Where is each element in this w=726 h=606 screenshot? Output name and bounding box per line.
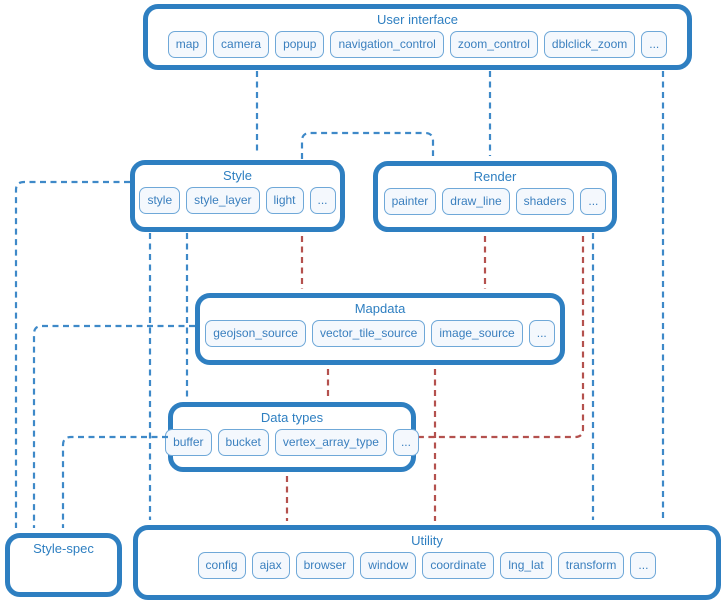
- user-interface-title: User interface: [377, 12, 458, 27]
- group-style-spec: Style-spec: [5, 533, 122, 597]
- data-types-title: Data types: [260, 410, 324, 425]
- module-chip-shaders: shaders: [515, 188, 575, 215]
- module-chip-vertex-array-type: vertex_array_type: [274, 429, 387, 456]
- module-chip-config: config: [197, 552, 246, 579]
- module-chip-ajax: ajax: [251, 552, 290, 579]
- data-types-to-style-spec-arrow: [61, 435, 168, 528]
- module-chip-ellipsis: ...: [641, 31, 668, 58]
- module-chip-geojson-source: geojson_source: [205, 320, 306, 347]
- module-chip-buffer: buffer: [165, 429, 212, 456]
- module-chip-draw-line: draw_line: [442, 188, 510, 215]
- module-chip-light: light: [265, 187, 304, 214]
- module-chip-zoom-control: zoom_control: [449, 31, 538, 58]
- module-chip-bucket: bucket: [217, 429, 269, 456]
- mapdata-title: Mapdata: [354, 301, 406, 316]
- module-chip-window: window: [360, 552, 417, 579]
- style-to-render-arrow: [300, 131, 435, 159]
- module-chip-ellipsis: ...: [630, 552, 657, 579]
- module-chip-painter: painter: [383, 188, 437, 215]
- render-title: Render: [473, 169, 517, 184]
- module-chip-map: map: [167, 31, 208, 58]
- utility-title: Utility: [411, 533, 443, 548]
- module-chip-ellipsis: ...: [528, 320, 555, 347]
- module-chip-lng-lat: lng_lat: [500, 552, 552, 579]
- module-chip-navigation-control: navigation_control: [330, 31, 444, 58]
- module-chip-dblclick-zoom: dblclick_zoom: [543, 31, 636, 58]
- module-chip-transform: transform: [557, 552, 625, 579]
- module-chip-camera: camera: [213, 31, 270, 58]
- module-chip-coordinate: coordinate: [422, 552, 495, 579]
- module-chip-style-layer: style_layer: [186, 187, 260, 214]
- module-chip-style: style: [139, 187, 181, 214]
- module-chip-popup: popup: [275, 31, 325, 58]
- style-spec-title: Style-spec: [33, 541, 94, 556]
- module-chip-ellipsis: ...: [580, 188, 607, 215]
- module-chip-ellipsis: ...: [392, 429, 419, 456]
- style-to-style-spec-arrow: [14, 180, 130, 528]
- module-chip-browser: browser: [295, 552, 355, 579]
- module-chip-image-source: image_source: [431, 320, 523, 347]
- module-chip-vector-tile-source: vector_tile_source: [311, 320, 426, 347]
- module-chip-ellipsis: ...: [309, 187, 336, 214]
- style-title: Style: [223, 168, 252, 183]
